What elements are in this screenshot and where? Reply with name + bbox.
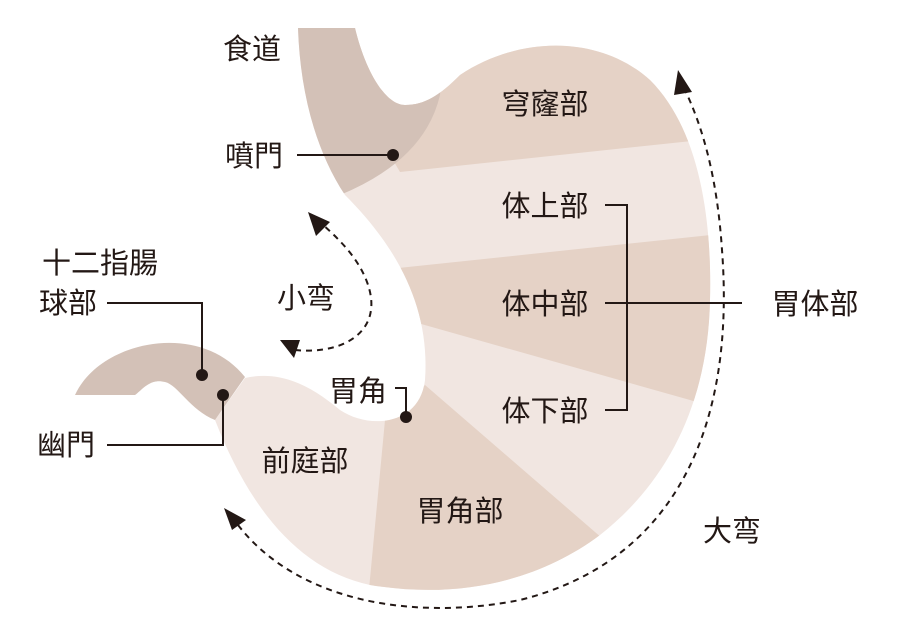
duodenal-bulb	[75, 342, 245, 420]
label-pylorus: 幽門	[37, 428, 95, 462]
marker-dot	[387, 149, 399, 161]
leader-body-bracket	[605, 204, 628, 411]
leader-bulb	[107, 302, 203, 375]
region-middle-body	[380, 234, 711, 410]
label-angle: 胃角	[329, 374, 387, 408]
region-angular	[368, 385, 610, 590]
label-upper-body: 体上部	[501, 189, 588, 223]
leader-pylorus	[107, 395, 224, 446]
label-bulb: 球部	[39, 286, 97, 320]
label-body: 胃体部	[771, 287, 858, 321]
label-greater-curvature: 大弯	[703, 514, 761, 548]
marker-dot	[196, 369, 208, 381]
greater-curvature-arrow	[237, 87, 725, 609]
marker-dot	[400, 411, 412, 423]
leader-angle	[395, 387, 407, 416]
label-middle-body: 体中部	[501, 287, 588, 321]
arrowhead-icon	[280, 340, 300, 358]
lesser-curvature-arrow	[294, 223, 373, 352]
label-esophagus: 食道	[223, 32, 281, 66]
arrowhead-icon	[224, 508, 246, 530]
label-duodenum: 十二指腸	[42, 246, 158, 280]
label-fundus: 穹窿部	[501, 87, 588, 121]
arrowhead-icon	[674, 70, 692, 95]
arrowhead-icon	[308, 212, 330, 236]
label-lesser-curvature: 小弯	[277, 281, 335, 315]
label-cardia: 噴門	[225, 139, 283, 173]
label-lower-body: 体下部	[501, 394, 588, 428]
marker-dot	[217, 389, 229, 401]
label-angular-region: 胃角部	[416, 494, 503, 528]
label-antrum: 前庭部	[261, 444, 348, 478]
